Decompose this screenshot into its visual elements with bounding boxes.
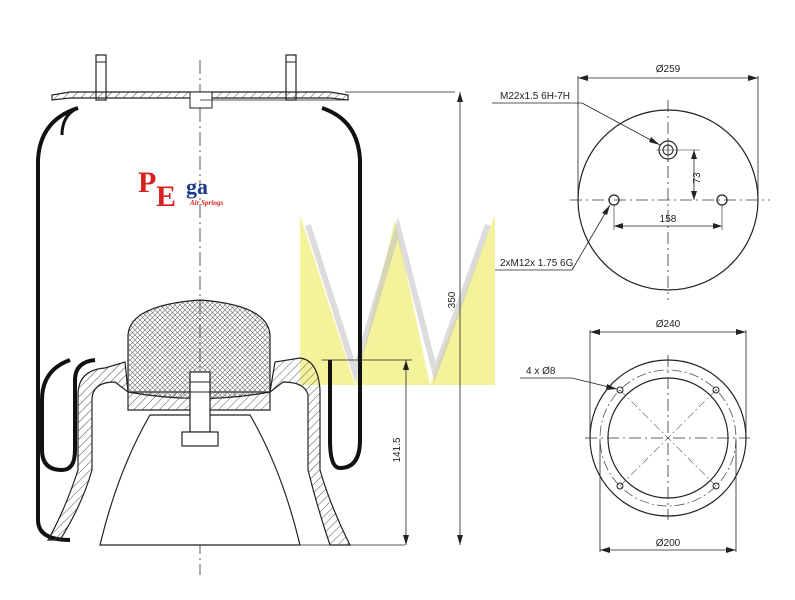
side-view: 350 141.5 [36,54,463,575]
bottom-hole-3 [616,482,624,490]
bellows-inner-left [60,106,79,136]
bottom-hole-1 [616,386,624,394]
top-view: Ø259 M22x1.5 6H-7H 73 158 2xM12x 1.75 6G [492,64,770,300]
bottom-pcd-circle [599,369,737,507]
bottom-hole-2 [712,386,720,394]
bottom-outer-diameter-label: Ø240 [656,319,681,330]
top-diameter-label: Ø259 [656,64,681,75]
center-bolt [181,371,219,447]
stud-thread-label: 2xM12x 1.75 6G [500,258,574,269]
bellows-left [36,106,79,542]
bottom-hole-4 [712,482,720,490]
top-offset-label: 73 [692,172,703,184]
dimension-height-piston: 141.5 [322,359,412,545]
brand-logo: P E ga Air Springs [138,166,224,213]
bellows-fold-left [40,358,96,473]
stud-spacing-label: 158 [660,214,677,225]
logo-letter-e: E [156,180,176,213]
logo-word: ga [186,174,208,199]
height-piston-label: 141.5 [392,437,403,462]
logo-letter-p: P [138,166,156,199]
watermark-logo [300,215,495,385]
watermark-stroke [305,216,491,383]
logo-tagline: Air Springs [189,199,224,207]
height-total-label: 350 [447,291,458,308]
bottom-holes-label: 4 x Ø8 [526,366,556,377]
dimension-height-total: 350 [447,92,463,545]
top-thread-label: M22x1.5 6H-7H [500,91,570,102]
bottom-pcd-label: Ø200 [656,538,681,549]
bellows-right [321,106,362,471]
bottom-view: Ø240 4 x Ø8 Ø200 [520,319,750,553]
